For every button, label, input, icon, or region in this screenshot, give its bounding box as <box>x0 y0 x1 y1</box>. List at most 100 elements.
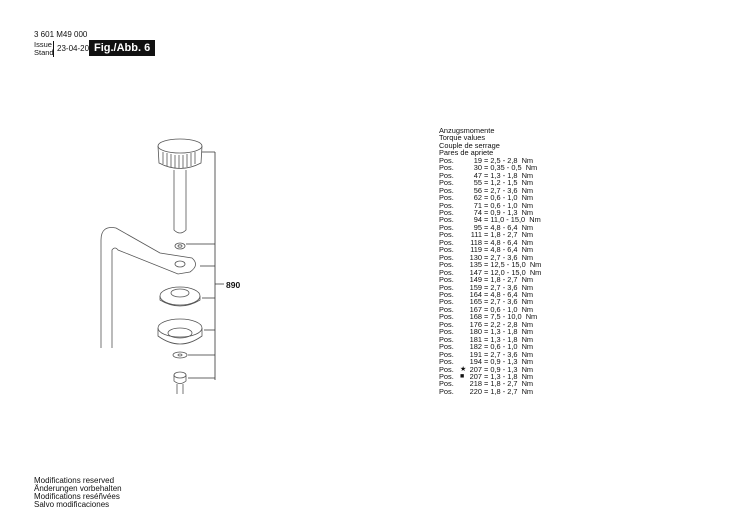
pos-label: Pos. <box>439 386 454 396</box>
disc-part <box>159 286 201 307</box>
pos-label: Pos. <box>439 364 454 374</box>
torque-value: = 12,0 - 15,0 Nm <box>484 267 542 277</box>
position-number: 167 <box>469 304 482 314</box>
torque-row: Pos.118= 4,8 - 6,4 Nm <box>439 237 541 247</box>
torque-value: = 2,7 - 3,6 Nm <box>484 282 534 292</box>
torque-row: Pos. 111= 1,8 - 2,7 Nm <box>439 230 541 240</box>
pos-label: Pos. <box>439 349 454 359</box>
pos-label: Pos. <box>439 282 454 292</box>
torque-title: Pares de apriete <box>439 148 494 158</box>
torque-value: = 0,9 - 1,3 Nm <box>484 364 534 374</box>
pos-label: Pos. <box>439 230 454 240</box>
pos-label: Pos. <box>439 178 454 188</box>
position-number: 118 <box>470 237 482 247</box>
position-number: 30 <box>473 163 482 173</box>
assembly-number-label: 890 <box>226 280 241 290</box>
position-number: 62 <box>473 193 482 203</box>
small-washer-part <box>172 351 188 359</box>
torque-value: = 2,2 - 2,8 Nm <box>484 319 534 329</box>
torque-title: Anzugsmomente <box>439 126 495 135</box>
torque-row: Pos.55= 1,2 - 1,5 Nm <box>439 178 541 188</box>
position-number: 149 <box>469 275 482 285</box>
pos-label: Pos. <box>439 155 454 165</box>
torque-row: Pos.95= 4,8 - 6,4 Nm <box>439 222 541 232</box>
pos-label: Pos. <box>439 342 454 352</box>
torque-row: Pos. 30= 0,35 - 0,5 Nm <box>439 163 541 173</box>
torque-value: = 7,5 - 10,0 Nm <box>484 312 538 322</box>
torque-row: Pos. 165= 2,7 - 3,6 Nm <box>439 297 541 307</box>
torque-row: Pos. 168= 7,5 - 10,0 Nm <box>439 312 541 322</box>
notice-line: Modifications reserved <box>34 476 115 485</box>
pos-label: Pos. <box>439 222 454 232</box>
position-number: 207 <box>469 364 482 374</box>
torque-row: Pos.159= 2,7 - 3,6 Nm <box>439 282 541 292</box>
torque-value: = 2,7 - 3,6 Nm <box>484 185 534 195</box>
pos-label: Pos. <box>439 304 454 314</box>
torque-row: Pos. 147= 12,0 - 15,0 Nm <box>439 267 542 277</box>
torque-row: Pos.74= 0,9 - 1,3 Nm <box>439 209 541 217</box>
pos-label: Pos. <box>439 260 454 270</box>
position-number: 194 <box>469 357 482 367</box>
torque-title: Couple de serrage <box>439 140 500 150</box>
position-number: 164 <box>469 289 482 299</box>
torque-value: = 2,7 - 3,6 Nm <box>484 297 534 307</box>
position-number: 207 <box>469 371 482 381</box>
torque-value: = 1,3 - 1,8 Nm <box>484 170 534 180</box>
torque-value: = 0,6 - 1,0 Nm <box>484 304 534 314</box>
pos-label: Pos. <box>439 297 454 307</box>
pos-label: Pos. <box>439 245 454 255</box>
torque-value: = 4,8 - 6,4 Nm <box>484 245 534 255</box>
position-number: 119 <box>470 245 482 255</box>
pos-label: Pos. <box>439 312 454 322</box>
torque-value: = 0,9 - 1,3 Nm <box>484 357 534 367</box>
knob-part <box>157 138 203 234</box>
torque-value: = 1,3 - 1,8 Nm <box>484 327 534 337</box>
torque-title: Torque values <box>439 133 486 143</box>
pos-label: Pos. <box>439 289 454 299</box>
position-number: 71 <box>473 200 482 210</box>
issue-date: 23-04-20 <box>57 44 90 53</box>
position-number: 165 <box>469 297 482 307</box>
position-number: 176 <box>469 319 482 329</box>
position-number: 55 <box>473 178 482 188</box>
pos-label: Pos. <box>439 200 454 210</box>
modifications-notice: Modifications reserved Änderungen vorbeh… <box>34 477 122 509</box>
torque-row: Pos. ★207= 0,9 - 1,3 Nm <box>439 364 541 374</box>
pos-label: Pos. <box>439 267 454 277</box>
torque-value: = 1,8 - 2,7 Nm <box>484 230 534 240</box>
pos-label: Pos. <box>439 193 454 203</box>
assembly-bracket-line <box>186 151 224 380</box>
position-number: 168 <box>469 312 482 322</box>
position-number: 218 <box>469 379 482 389</box>
screw-part <box>173 371 187 394</box>
torque-row: Pos.94= 11,0 - 15,0 Nm <box>439 215 541 225</box>
torque-value: = 0,6 - 1,0 Nm <box>484 342 534 352</box>
torque-row: Pos.194= 0,9 - 1,3 Nm <box>439 357 541 367</box>
pos-label: Pos. <box>439 319 454 329</box>
position-number: 182 <box>469 342 482 352</box>
position-number: 147 <box>469 267 482 277</box>
position-number: 19 <box>473 155 482 165</box>
torque-value: = 11,0 - 15,0 Nm <box>484 215 541 225</box>
torque-value: = 1,3 - 1,8 Nm <box>484 334 534 344</box>
torque-value: = 2,7 - 3,6 Nm <box>484 252 534 262</box>
brace-divider <box>53 41 55 57</box>
pos-label: Pos. <box>439 275 454 285</box>
torque-value: = 4,8 - 6,4 Nm <box>484 222 534 232</box>
torque-value: = 2,7 - 3,6 Nm <box>484 349 534 359</box>
figure-badge: Fig./Abb. 6 <box>89 40 156 56</box>
issue-stand-label: Issue Stand <box>34 41 54 57</box>
torque-row: Pos.180= 1,3 - 1,8 Nm <box>439 327 541 337</box>
document-number: 3 601 M49 000 <box>34 30 88 39</box>
torque-value: = 1,8 - 2,7 Nm <box>484 275 534 285</box>
marker-icon: ★ <box>460 365 467 373</box>
pos-label: Pos. <box>439 163 454 173</box>
torque-row: Pos.47= 1,3 - 1,8 Nm <box>439 170 541 180</box>
torque-value: = 0,35 - 0,5 Nm <box>484 163 538 173</box>
notice-line: Änderungen vorbehalten <box>34 484 122 493</box>
torque-row: Pos.62= 0,6 - 1,0 Nm <box>439 193 541 203</box>
washer-part <box>174 242 186 250</box>
position-number: 111 <box>470 230 482 240</box>
torque-row: Pos.19= 2,5 - 2,8 Nm <box>439 155 541 165</box>
